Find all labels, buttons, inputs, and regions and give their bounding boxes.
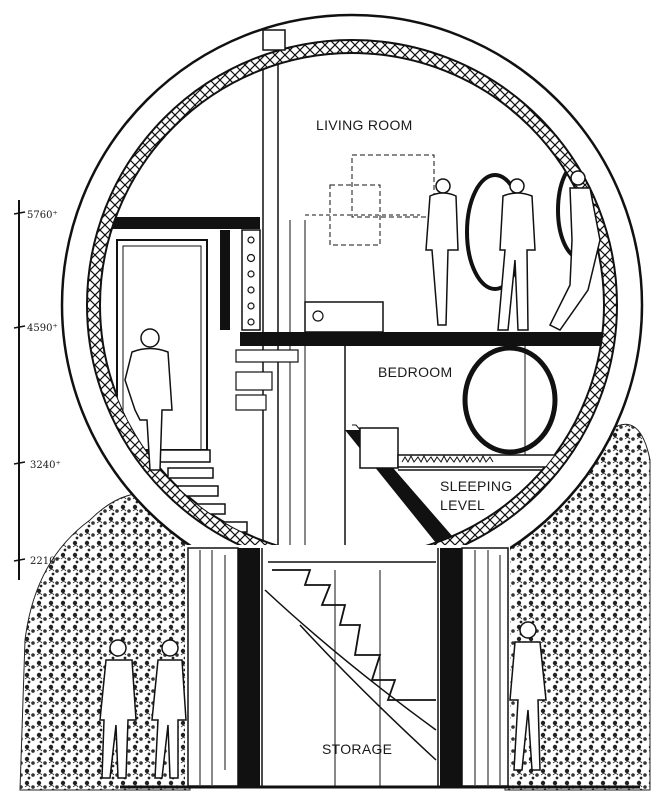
person-figure [151, 639, 187, 779]
person-figure [425, 178, 459, 326]
room-label-bedroom: BEDROOM [378, 364, 452, 380]
person-figure [124, 328, 173, 471]
room-label-sleeping-level-2: LEVEL [440, 497, 485, 513]
staircase [264, 561, 437, 786]
elevation-scale: 5760⁺ 4590⁺ 3240⁺ 2210⁺ [13, 200, 61, 580]
person-figure [548, 170, 601, 331]
elevation-label: 3240⁺ [30, 460, 61, 471]
elevation-label: 5760⁺ [27, 210, 58, 221]
person-figure [99, 639, 137, 779]
round-window [462, 345, 558, 455]
roof-vent [262, 29, 286, 51]
person-figure [509, 621, 547, 771]
elevation-mark: 2210⁺ [13, 556, 61, 567]
loft-slab [100, 217, 260, 229]
room-label-sleeping-level: SLEEPING [440, 478, 512, 494]
room-label-living-room: LIVING ROOM [316, 117, 413, 133]
elevation-mark: 5760⁺ [13, 210, 58, 221]
living-room-floor [240, 332, 604, 346]
elevation-label: 2210⁺ [30, 556, 61, 567]
cabinet [304, 301, 384, 333]
person-figure [497, 178, 536, 331]
elevation-label: 4590⁺ [27, 323, 58, 334]
elevation-mark: 3240⁺ [13, 460, 61, 471]
support-tower [120, 545, 640, 789]
elevation-mark: 4590⁺ [13, 323, 58, 334]
room-label-storage: STORAGE [322, 741, 392, 757]
